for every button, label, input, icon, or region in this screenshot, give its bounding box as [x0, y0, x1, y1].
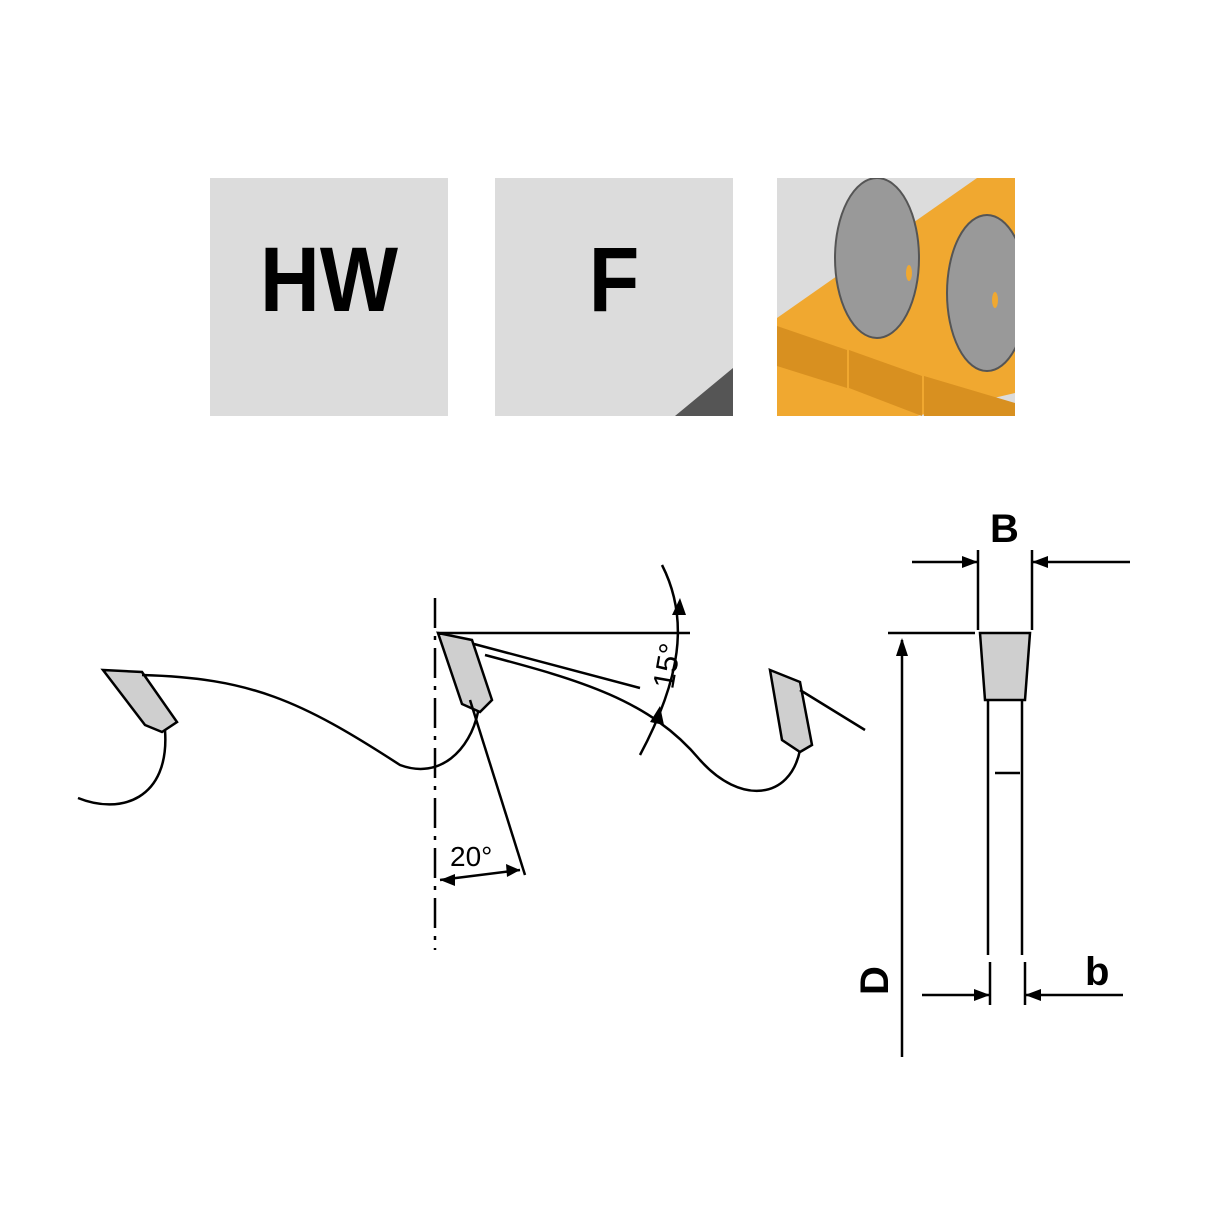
gullet-left [77, 729, 167, 806]
corner-triangle-icon [675, 368, 733, 416]
hw-material-tile: HW [210, 178, 448, 416]
kerf-width-label: B [990, 507, 1019, 551]
tooth-tip-center [436, 631, 494, 714]
hook-angle-line [468, 699, 527, 876]
diameter-label: D [853, 966, 897, 995]
tooth-face-right [799, 688, 866, 732]
tooth-back-center [484, 653, 802, 793]
hook-angle-label: 20° [450, 841, 492, 872]
clearance-angle-label: 15° [647, 641, 687, 691]
clearance-line [473, 642, 641, 690]
clearance-angle-arc [638, 564, 680, 756]
tooth-tip-right [768, 668, 814, 754]
tooth-tip-left [100, 668, 179, 734]
f-application-tile: F [495, 178, 733, 416]
blade-tip-profile [978, 631, 1032, 702]
f-label: F [588, 229, 640, 331]
plate-thickness-label: b [1085, 950, 1109, 994]
hw-label: HW [260, 229, 398, 331]
multi-rip-sawing-icon [777, 178, 1015, 416]
tooth-back-left [141, 673, 480, 771]
